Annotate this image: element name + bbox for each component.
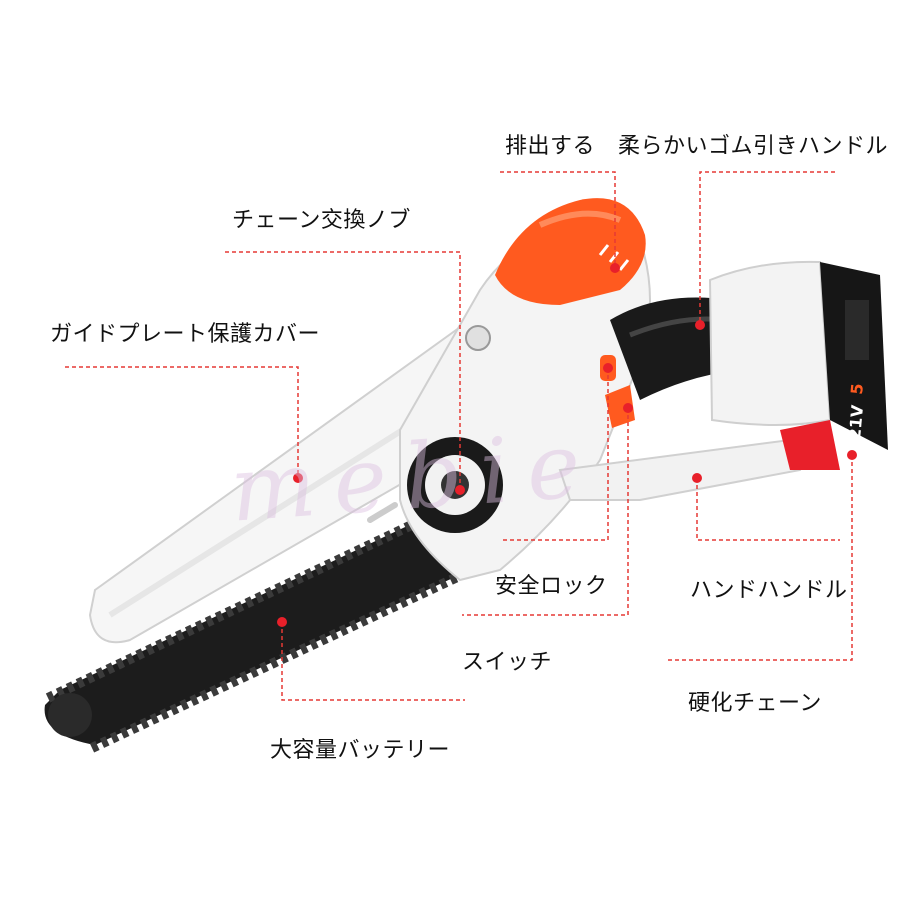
label-chain-change-knob: チェーン交換ノブ [232,208,411,233]
marker-dots [277,263,857,627]
dot-exhaust [610,263,620,273]
leader-hardened-chain [668,455,853,661]
label-large-battery: 大容量バッテリー [270,738,451,763]
dot-hand-handle [692,473,702,483]
dot-battery [277,617,287,627]
leader-hand-handle [696,478,840,541]
dot-chain-knob [455,485,465,495]
dot-switch [623,403,633,413]
dot-hardened-chain [847,450,857,460]
battery-capacity-text: 5 [847,383,867,396]
label-hardened-chain: 硬化チェーン [688,691,822,716]
orange-top-cover [495,198,646,305]
dot-guide-cover [293,473,303,483]
label-hand-handle: ハンドハンドル [690,578,848,603]
label-guide-plate-cover: ガイドプレート保護カバー [50,322,321,347]
leader-switch [462,408,629,616]
leader-battery [281,622,465,701]
leader-safety-lock [500,368,609,541]
dot-soft-handle [695,320,705,330]
battery-voltage-text: 21V [845,404,867,441]
leader-chain-knob [225,251,461,490]
battery-pack: 21V 5 [708,260,888,470]
leader-soft-handle [699,171,835,325]
dot-safety-lock [603,363,613,373]
guide-bar-chain [44,517,471,753]
leader-guide-cover [65,366,299,478]
label-soft-rubber-handle: 柔らかいゴム引きハンドル [618,134,889,159]
label-switch: スイッチ [462,650,553,675]
leader-lines [65,171,853,701]
label-exhaust: 排出する [505,134,596,159]
leader-exhaust [500,171,616,268]
label-safety-lock: 安全ロック [495,574,608,599]
